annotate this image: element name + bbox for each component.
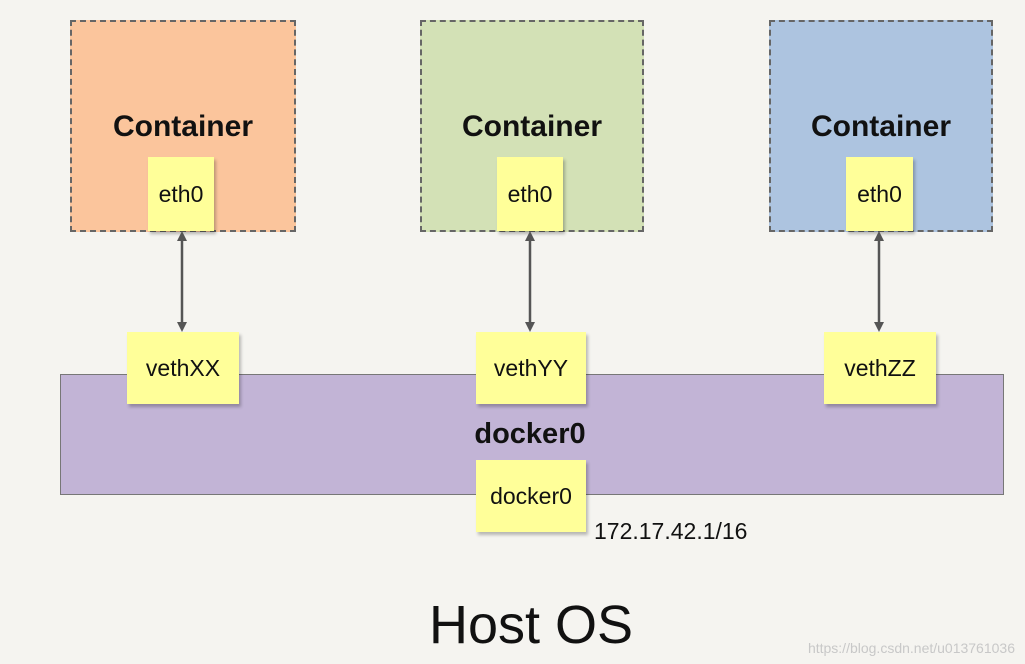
container-2-eth0: eth0 [497,157,563,231]
docker0-interface: docker0 [476,460,586,532]
container-3-eth0: eth0 [846,157,913,231]
container-2-label: Container [461,110,602,143]
watermark: https://blog.csdn.net/u013761036 [807,640,1015,656]
host-os-label: Host OS [428,595,634,655]
docker0-ip-label: 172.17.42.1/16 [594,518,748,544]
veth-xx: vethXX [127,332,239,404]
container-1-label: Container [112,110,253,143]
veth-yy: vethYY [476,332,586,404]
docker0-bridge-label: docker0 [474,418,586,450]
veth-zz: vethZZ [824,332,936,404]
container-3-label: Container [810,110,951,143]
container-1-eth0: eth0 [148,157,214,231]
